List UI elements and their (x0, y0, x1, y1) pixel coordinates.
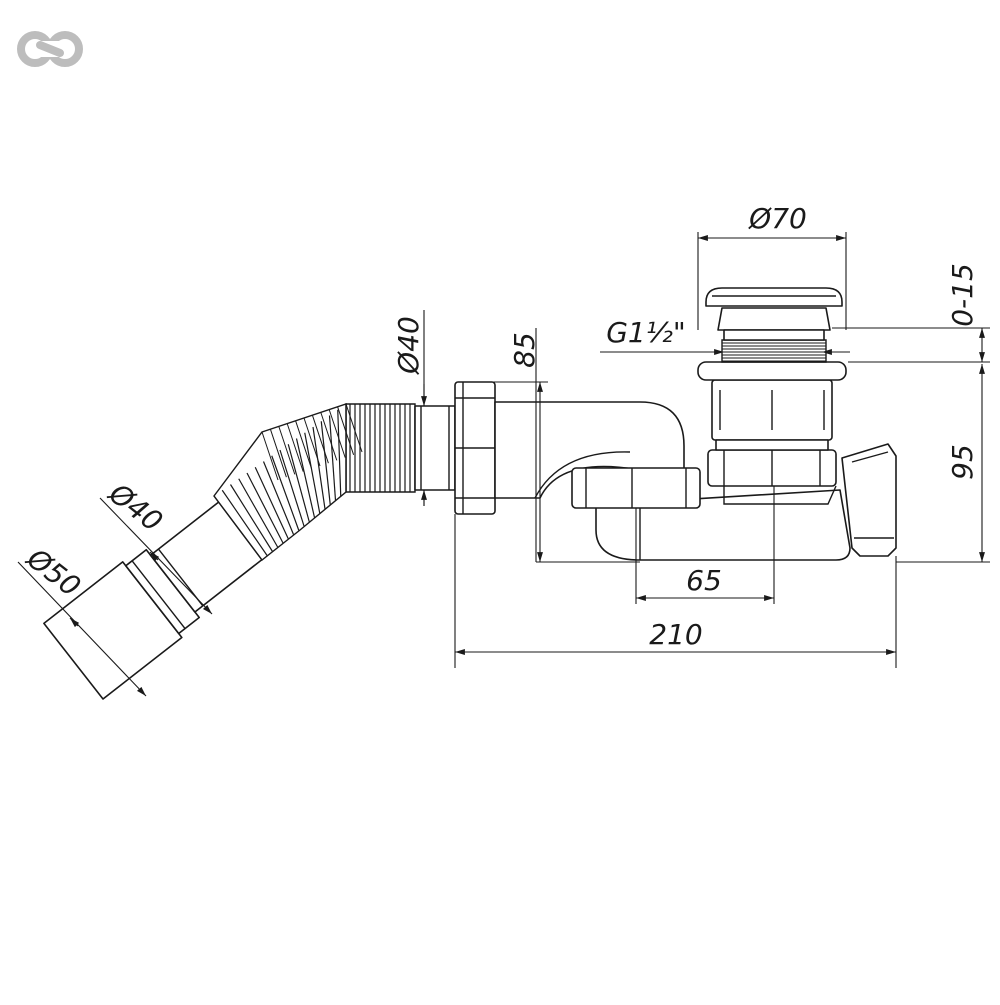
drain-flange (697, 361, 847, 381)
lower-nut (571, 467, 701, 509)
dim-stroke-label: 0-15 (946, 263, 979, 327)
dim-height-95-label: 95 (946, 444, 979, 480)
dim-thread-label: G1½" (606, 316, 686, 349)
dim-65-label: 65 (686, 564, 722, 597)
drain-body (711, 379, 833, 451)
thread-section (721, 339, 827, 363)
dim-d50-outlet-label: Ø50 (20, 541, 87, 603)
dim-height-85-label: 85 (508, 332, 541, 368)
union-nut (454, 381, 496, 515)
dim-d70-label: Ø70 (748, 202, 807, 235)
pop-up-cap (705, 287, 843, 341)
dim-210-label: 210 (649, 618, 702, 651)
dim-d40-inlet-label: Ø40 (392, 316, 425, 375)
dim-d40-outlet-label: Ø40 (102, 476, 169, 538)
corrugated-hose-upper (345, 403, 416, 493)
side-outlet-nut (841, 443, 897, 557)
corrugated-hose-bend (213, 403, 363, 561)
chain-link-icon (17, 31, 83, 67)
